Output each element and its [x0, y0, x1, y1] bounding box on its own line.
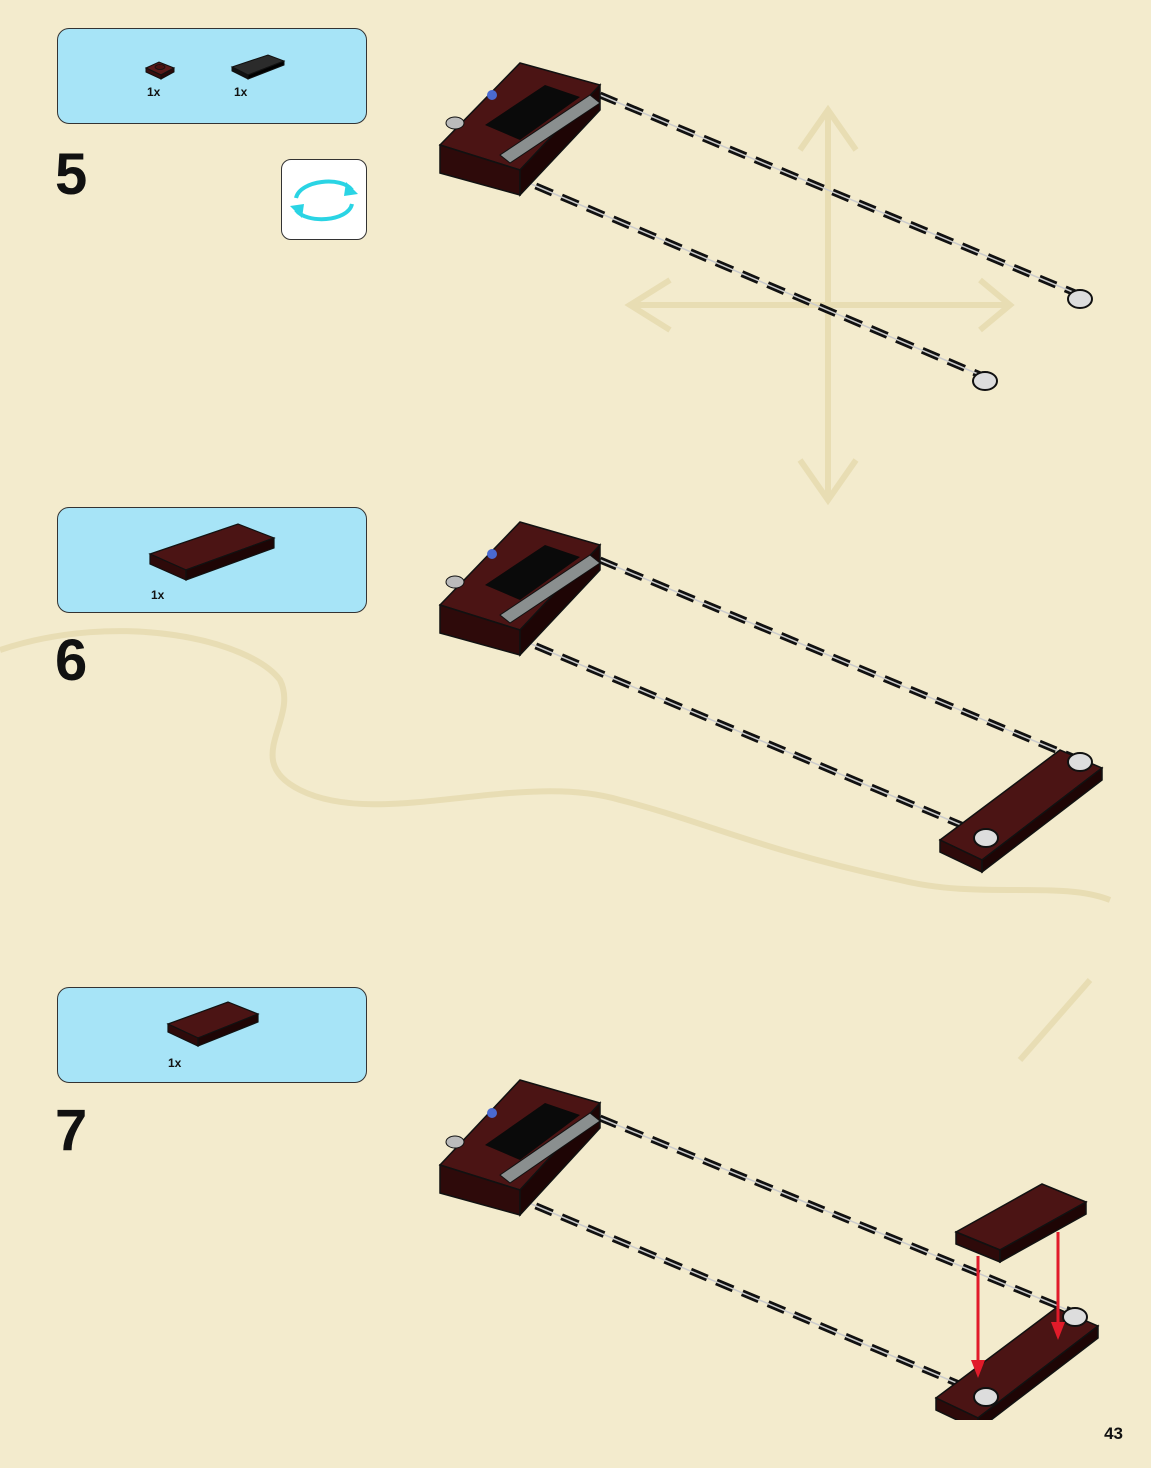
rotate-model-icon	[282, 160, 366, 239]
end-plate	[940, 750, 1102, 872]
end-plate	[936, 1308, 1098, 1420]
parts-callout-step-6: 1x	[57, 507, 367, 613]
brick-2x4-plate-part	[164, 998, 262, 1050]
black-tile-part	[230, 53, 286, 83]
brick-2x6-plate-part	[146, 520, 276, 586]
step-number: 7	[55, 1102, 87, 1160]
model-assembly-step-7	[430, 1070, 1130, 1420]
part-quantity: 1x	[234, 85, 247, 99]
page-number: 43	[1104, 1424, 1123, 1444]
chain-end-stud	[973, 290, 1092, 390]
model-assembly-step-5	[430, 55, 1130, 405]
parts-callout-step-5: 1x 1x	[57, 28, 367, 124]
step-number: 6	[55, 632, 87, 690]
step-number: 5	[55, 146, 87, 204]
new-plate	[956, 1184, 1086, 1262]
part-quantity: 1x	[147, 85, 160, 99]
model-base	[440, 1080, 600, 1215]
model-base	[440, 63, 600, 195]
model-base	[440, 522, 600, 655]
part-quantity: 1x	[151, 588, 164, 602]
brick-1x1-plate-part	[144, 59, 176, 81]
model-assembly-step-6	[430, 510, 1130, 880]
rotate-model-box	[281, 159, 367, 240]
parts-callout-step-7: 1x	[57, 987, 367, 1083]
part-quantity: 1x	[168, 1056, 181, 1070]
